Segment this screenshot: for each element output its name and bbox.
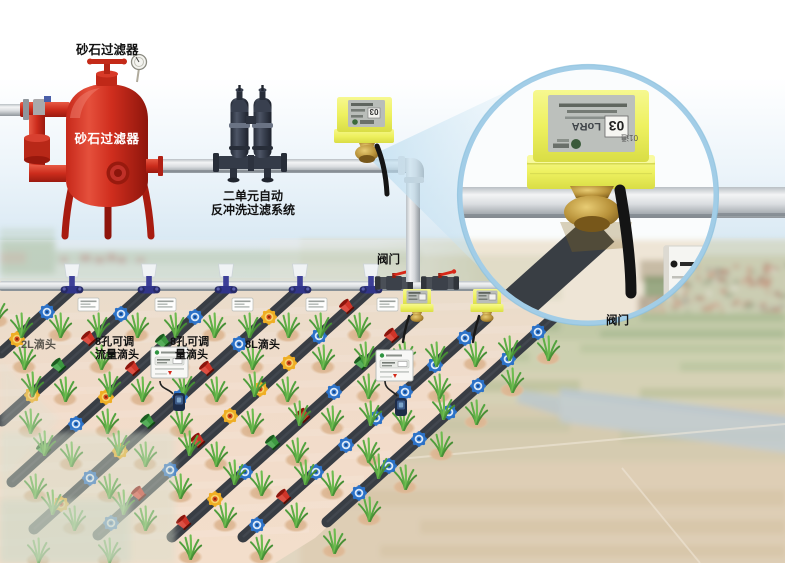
svg-text:反冲洗过滤系统: 反冲洗过滤系统 xyxy=(211,202,295,217)
svg-text:流量滴头: 流量滴头 xyxy=(95,347,139,361)
svg-text:2L滴头: 2L滴头 xyxy=(21,337,56,351)
svg-text:8L滴头: 8L滴头 xyxy=(245,337,280,351)
svg-text:二单元自动: 二单元自动 xyxy=(223,188,283,203)
svg-text:01通: 01通 xyxy=(621,133,638,143)
svg-text:03: 03 xyxy=(609,118,625,134)
svg-text:量滴头: 量滴头 xyxy=(175,347,208,361)
svg-text:砂石过滤器: 砂石过滤器 xyxy=(73,131,139,146)
svg-text:阀门: 阀门 xyxy=(606,313,629,327)
svg-text:8孔可调: 8孔可调 xyxy=(170,334,209,348)
svg-text:阀门: 阀门 xyxy=(377,252,400,266)
svg-text:03: 03 xyxy=(369,107,378,116)
svg-text:砂石过滤器: 砂石过滤器 xyxy=(75,42,139,57)
svg-text:8孔可调: 8孔可调 xyxy=(95,334,134,348)
svg-text:LoRA: LoRA xyxy=(572,120,601,132)
